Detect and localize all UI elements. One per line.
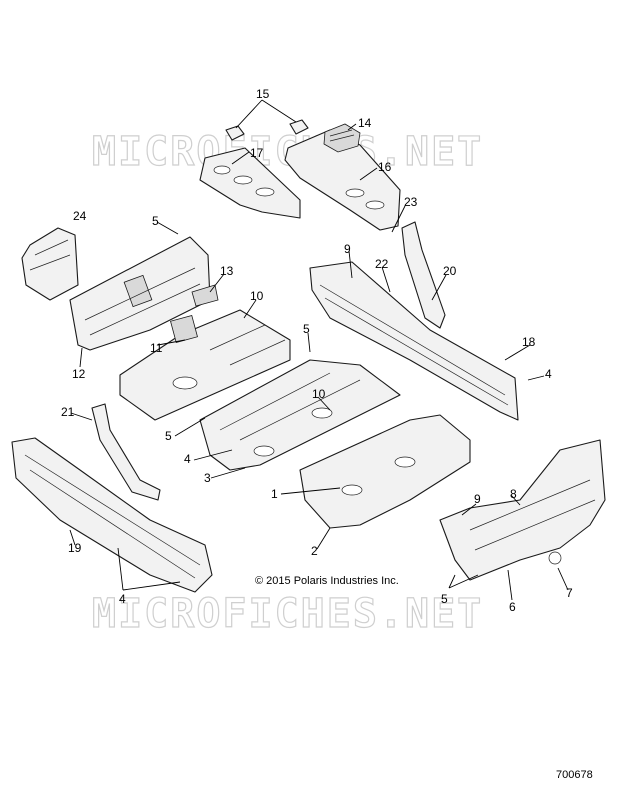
callout-leaders xyxy=(69,99,569,601)
part-bumpers-15 xyxy=(225,119,309,141)
part-brace-20 xyxy=(401,221,446,329)
part-rear-console-17 xyxy=(199,147,301,219)
callout-7: 7 xyxy=(566,586,573,600)
watermark-bottom: MICROFICHES.NET xyxy=(92,591,483,637)
part-shift-boot-14 xyxy=(323,123,361,153)
part-floor-2 xyxy=(299,414,471,529)
callout-23: 23 xyxy=(404,195,418,209)
callout-5-b: 5 xyxy=(303,322,310,336)
callout-2: 2 xyxy=(311,544,318,558)
callout-20: 20 xyxy=(443,264,457,278)
callout-4-b: 4 xyxy=(184,452,191,466)
callout-19: 19 xyxy=(68,541,82,555)
callout-17: 17 xyxy=(250,146,264,160)
callout-21: 21 xyxy=(61,405,75,419)
part-brace-21 xyxy=(91,403,161,501)
callout-5-c: 5 xyxy=(165,429,172,443)
callout-5-d: 5 xyxy=(441,592,448,606)
callout-16: 16 xyxy=(378,160,392,174)
callout-11: 11 xyxy=(150,341,163,355)
part-front-floor-11 xyxy=(119,309,291,421)
reference-number: 700678 xyxy=(556,769,593,781)
part-left-rocker-19 xyxy=(11,437,213,593)
part-cover-24 xyxy=(21,227,79,301)
callout-6: 6 xyxy=(509,600,516,614)
part-floor-3 xyxy=(199,359,401,471)
callout-15: 15 xyxy=(256,87,270,101)
part-bulkhead-8 xyxy=(439,439,606,581)
part-right-rocker-18 xyxy=(309,261,519,421)
callout-10-a: 10 xyxy=(250,289,264,303)
callout-22: 22 xyxy=(375,257,389,271)
copyright-notice: © 2015 Polaris Industries Inc. xyxy=(255,575,399,587)
callout-labels: 15 14 17 16 24 5 23 9 22 20 13 10 12 11 … xyxy=(61,87,573,614)
callout-9-a: 9 xyxy=(344,242,351,256)
callout-18: 18 xyxy=(522,335,536,349)
callout-4-a: 4 xyxy=(545,367,552,381)
callout-3: 3 xyxy=(204,471,211,485)
callout-4-c: 4 xyxy=(119,592,126,606)
callout-1: 1 xyxy=(271,487,278,501)
callout-10-b: 10 xyxy=(312,387,326,401)
callout-5-a: 5 xyxy=(152,214,159,228)
callout-24: 24 xyxy=(73,209,87,223)
part-center-console-16 xyxy=(284,129,401,231)
callout-8: 8 xyxy=(510,487,517,501)
callout-12: 12 xyxy=(72,367,86,381)
part-firewall-12 xyxy=(69,236,211,351)
callout-9-b: 9 xyxy=(474,492,481,506)
callout-13: 13 xyxy=(220,264,234,278)
callout-14: 14 xyxy=(358,116,372,130)
